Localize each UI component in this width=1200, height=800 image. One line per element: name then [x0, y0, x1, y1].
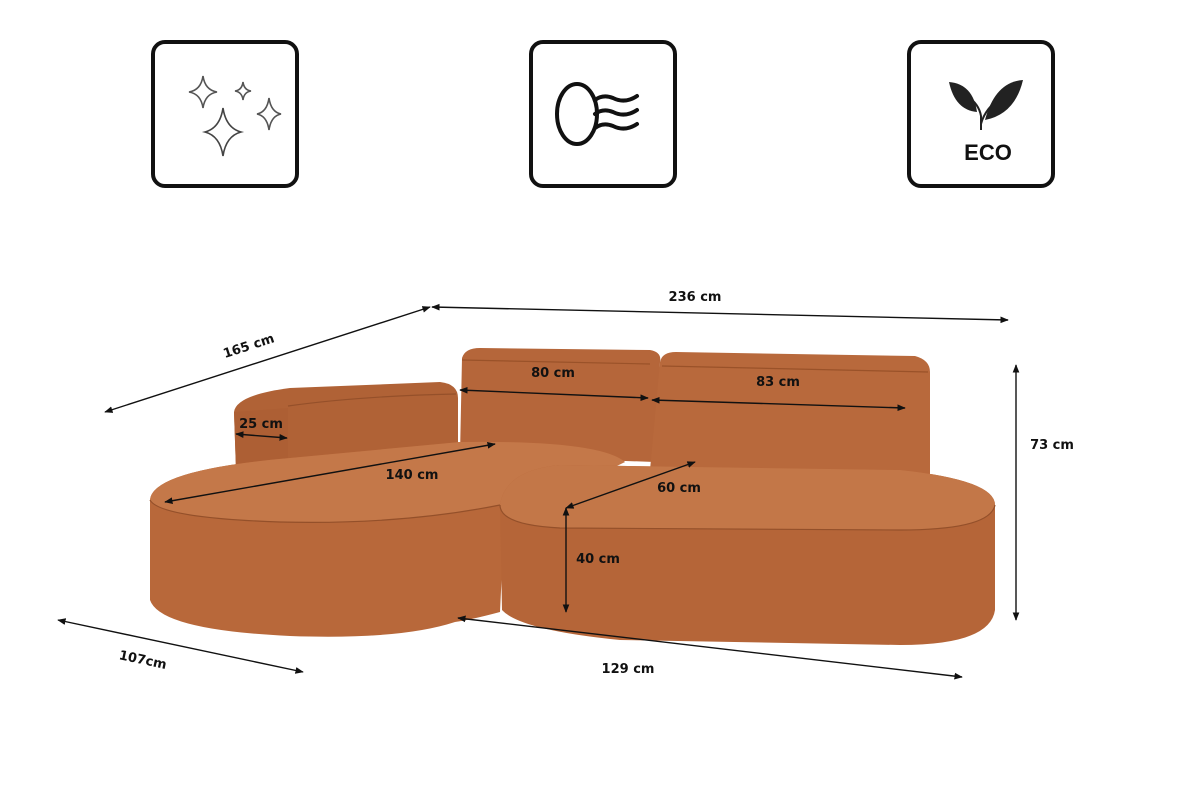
- chaise-width-arrow: [57, 618, 304, 674]
- front-length-label: 129 cm: [602, 662, 655, 677]
- eco-label: ECO: [964, 140, 1012, 165]
- eco-leaf-icon: ECO: [949, 80, 1023, 165]
- breathable-feature-icon: [529, 40, 677, 188]
- dimension-arrows: [57, 303, 1020, 680]
- depth-arrow: [104, 306, 431, 413]
- armrest-label: 25 cm: [239, 417, 283, 432]
- back-cushion-right: [650, 352, 930, 478]
- chaise-length-arrow: [164, 441, 496, 505]
- front-length-arrow: [457, 615, 963, 680]
- seat-depth-arrow: [565, 461, 696, 509]
- seat-height-label: 40 cm: [576, 552, 620, 567]
- total-width-label: 236 cm: [669, 290, 722, 305]
- sparkles-icon: [188, 75, 282, 157]
- back-cushion-left: [460, 348, 661, 462]
- backrest-right-label: 83 cm: [756, 375, 800, 390]
- dimension-labels: 236 cm 165 cm 73 cm 80 cm 83 cm 25 cm 14…: [118, 290, 1074, 677]
- chaise-width-label: 107cm: [118, 648, 168, 673]
- height-label: 73 cm: [1030, 438, 1074, 453]
- easy-clean-feature-icon: [151, 40, 299, 188]
- total-depth-label: 165 cm: [221, 331, 276, 362]
- eco-feature-icon: ECO: [907, 40, 1055, 188]
- corner-sofa: [149, 348, 996, 645]
- width-arrow: [431, 303, 1009, 324]
- breathable-fabric-icon: [555, 82, 639, 146]
- chaise-length-label: 140 cm: [386, 468, 439, 483]
- armrest-arrow: [235, 431, 288, 441]
- seat-depth-label: 60 cm: [657, 481, 701, 496]
- backrest-left-arrow: [459, 386, 649, 402]
- backrest-left-label: 80 cm: [531, 366, 575, 381]
- backrest-right-arrow: [651, 396, 906, 412]
